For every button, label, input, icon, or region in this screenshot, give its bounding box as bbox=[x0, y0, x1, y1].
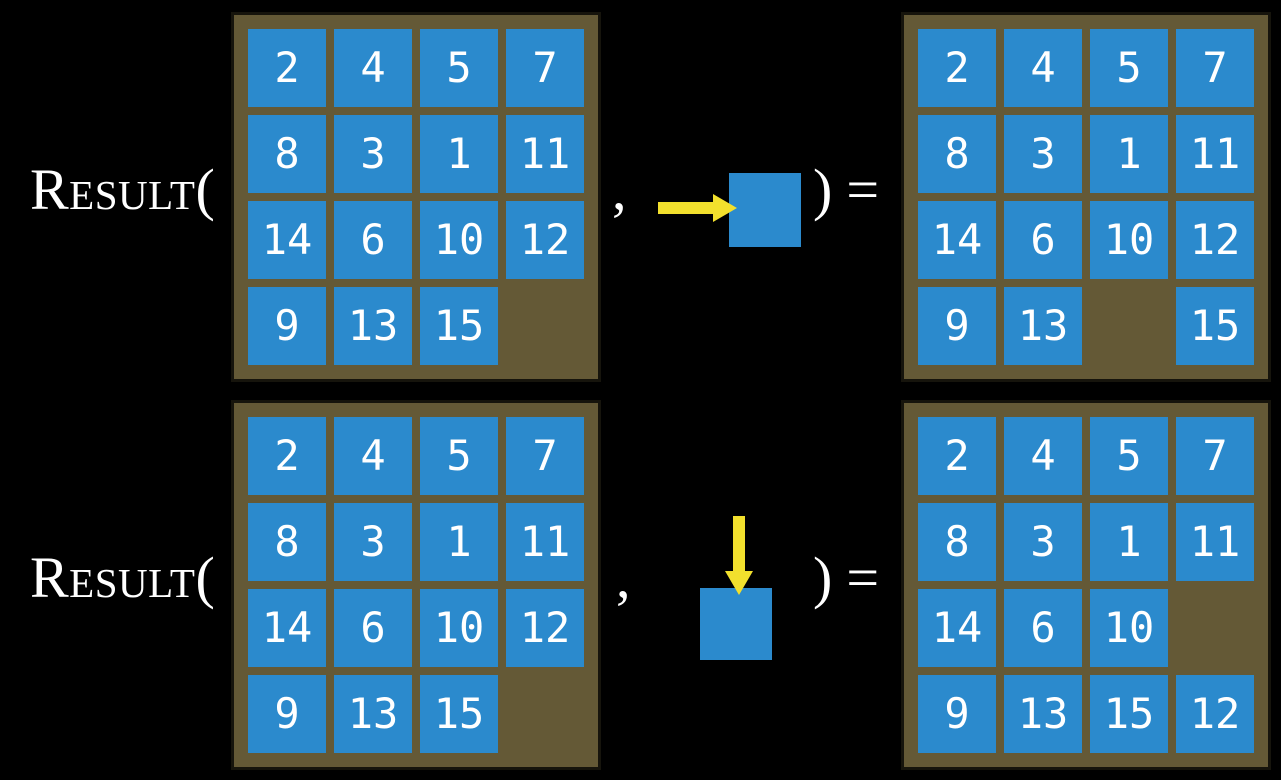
puzzle-tile-7: 7 bbox=[1176, 29, 1254, 107]
puzzle-tile-15: 15 bbox=[420, 675, 498, 753]
puzzle-tile-4: 4 bbox=[334, 417, 412, 495]
puzzle-tile-15: 15 bbox=[420, 287, 498, 365]
puzzle-tile-13: 13 bbox=[1004, 675, 1082, 753]
puzzle-tile-7: 7 bbox=[506, 417, 584, 495]
puzzle-tile-13: 13 bbox=[1004, 287, 1082, 365]
puzzle-tile-4: 4 bbox=[1004, 29, 1082, 107]
puzzle-tile-7: 7 bbox=[1176, 417, 1254, 495]
close-equals-1: )= bbox=[813, 161, 879, 219]
puzzle-tile-11: 11 bbox=[506, 503, 584, 581]
function-name: Result bbox=[30, 545, 196, 610]
open-paren: ( bbox=[195, 157, 215, 222]
puzzle-tile-15: 15 bbox=[1090, 675, 1168, 753]
comma-separator: , bbox=[616, 545, 631, 610]
puzzle-tile-3: 3 bbox=[334, 115, 412, 193]
puzzle-tile-12: 12 bbox=[1176, 675, 1254, 753]
moving-tile-2 bbox=[700, 588, 772, 660]
puzzle-tile-4: 4 bbox=[1004, 417, 1082, 495]
close-paren: ) bbox=[813, 545, 833, 610]
blank-space bbox=[1090, 287, 1168, 365]
blank-space bbox=[1176, 589, 1254, 667]
puzzle-tile-9: 9 bbox=[248, 675, 326, 753]
puzzle-tile-13: 13 bbox=[334, 287, 412, 365]
puzzle-tile-10: 10 bbox=[1090, 589, 1168, 667]
right-arrow-icon bbox=[658, 194, 737, 222]
puzzle-tile-6: 6 bbox=[1004, 589, 1082, 667]
puzzle-tile-9: 9 bbox=[918, 675, 996, 753]
puzzle-tile-8: 8 bbox=[248, 503, 326, 581]
puzzle-tile-8: 8 bbox=[918, 115, 996, 193]
puzzle-tile-2: 2 bbox=[918, 417, 996, 495]
puzzle-tile-3: 3 bbox=[1004, 115, 1082, 193]
puzzle-tile-11: 11 bbox=[1176, 115, 1254, 193]
puzzle-tile-9: 9 bbox=[248, 287, 326, 365]
moving-tile-1 bbox=[729, 173, 801, 247]
puzzle-tile-3: 3 bbox=[334, 503, 412, 581]
equals-sign: = bbox=[846, 157, 880, 222]
puzzle-tile-6: 6 bbox=[1004, 201, 1082, 279]
puzzle-tile-1: 1 bbox=[420, 115, 498, 193]
puzzle-tile-5: 5 bbox=[420, 417, 498, 495]
puzzle-tile-2: 2 bbox=[248, 417, 326, 495]
puzzle-tile-6: 6 bbox=[334, 589, 412, 667]
close-equals-2: )= bbox=[813, 549, 879, 607]
puzzle-tile-5: 5 bbox=[420, 29, 498, 107]
puzzle-tile-5: 5 bbox=[1090, 29, 1168, 107]
open-paren: ( bbox=[195, 545, 215, 610]
puzzle-tile-8: 8 bbox=[918, 503, 996, 581]
puzzle-tile-5: 5 bbox=[1090, 417, 1168, 495]
puzzle-tile-1: 1 bbox=[420, 503, 498, 581]
puzzle-tile-6: 6 bbox=[334, 201, 412, 279]
result-call-2: Result( bbox=[30, 549, 215, 607]
equals-sign: = bbox=[846, 545, 880, 610]
puzzle-tile-15: 15 bbox=[1176, 287, 1254, 365]
puzzle-tile-7: 7 bbox=[506, 29, 584, 107]
puzzle-tile-1: 1 bbox=[1090, 115, 1168, 193]
close-paren: ) bbox=[813, 157, 833, 222]
puzzle-tile-12: 12 bbox=[506, 589, 584, 667]
puzzle-tile-9: 9 bbox=[918, 287, 996, 365]
puzzle-tile-14: 14 bbox=[918, 589, 996, 667]
puzzle-tile-8: 8 bbox=[248, 115, 326, 193]
puzzle-tile-14: 14 bbox=[248, 201, 326, 279]
puzzle-tile-1: 1 bbox=[1090, 503, 1168, 581]
puzzle-tile-4: 4 bbox=[334, 29, 412, 107]
function-name: Result bbox=[30, 157, 196, 222]
puzzle-tile-11: 11 bbox=[506, 115, 584, 193]
blank-space bbox=[506, 287, 584, 365]
puzzle-tile-3: 3 bbox=[1004, 503, 1082, 581]
puzzle-tile-12: 12 bbox=[506, 201, 584, 279]
blank-space bbox=[506, 675, 584, 753]
puzzle-tile-12: 12 bbox=[1176, 201, 1254, 279]
comma-separator: , bbox=[612, 157, 627, 222]
puzzle-tile-10: 10 bbox=[1090, 201, 1168, 279]
result-call-1: Result( bbox=[30, 161, 215, 219]
puzzle-tile-14: 14 bbox=[918, 201, 996, 279]
puzzle-tile-10: 10 bbox=[420, 201, 498, 279]
puzzle-tile-11: 11 bbox=[1176, 503, 1254, 581]
down-arrow-icon bbox=[725, 516, 753, 595]
puzzle-tile-2: 2 bbox=[248, 29, 326, 107]
puzzle-tile-13: 13 bbox=[334, 675, 412, 753]
puzzle-tile-10: 10 bbox=[420, 589, 498, 667]
puzzle-tile-2: 2 bbox=[918, 29, 996, 107]
puzzle-tile-14: 14 bbox=[248, 589, 326, 667]
